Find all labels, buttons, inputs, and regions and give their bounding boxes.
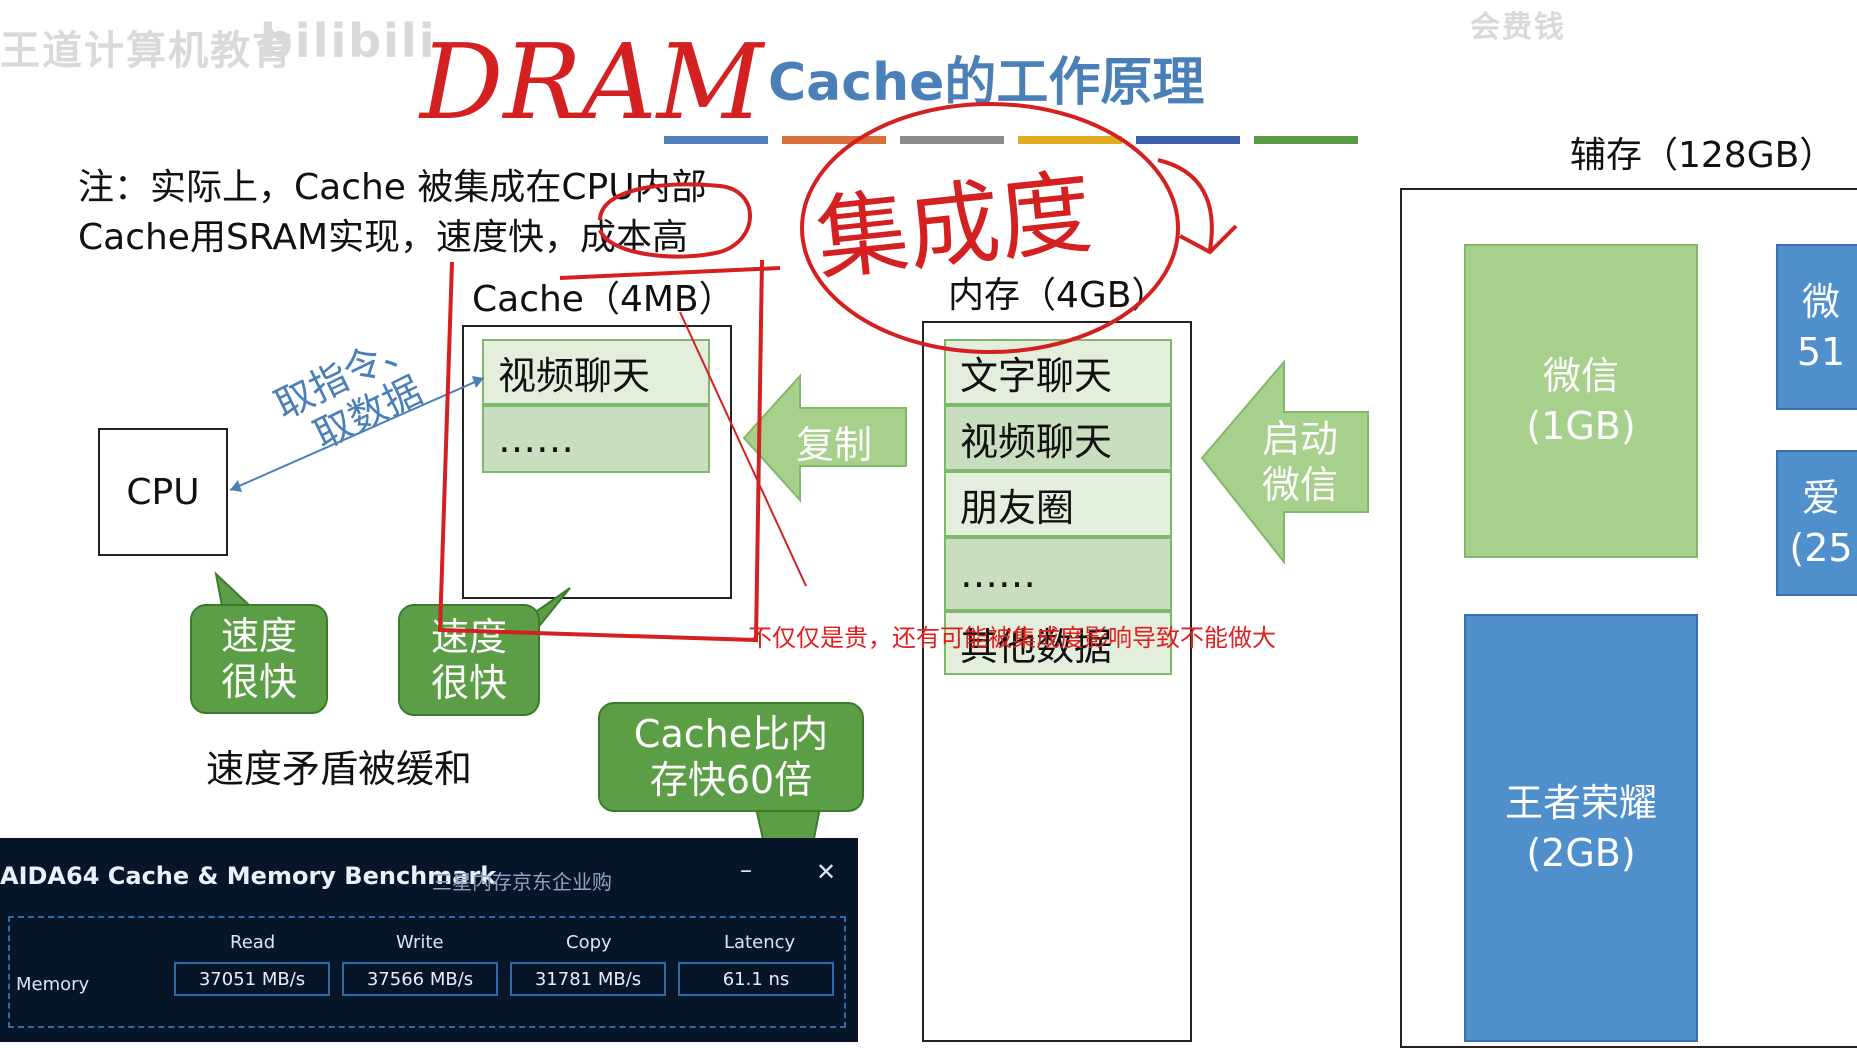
title-bar bbox=[1254, 136, 1358, 144]
memory-latency-value: 61.1 ns bbox=[678, 962, 834, 996]
launch-label-line-2: 微信 bbox=[1262, 463, 1339, 507]
callout-line: 速度 bbox=[220, 614, 297, 658]
disk-block-wangzhe: 王者荣耀 (2GB) bbox=[1464, 614, 1698, 1042]
watermark-corner: 会费钱 bbox=[1470, 10, 1566, 45]
launch-label-line-1: 启动 bbox=[1262, 417, 1339, 461]
minimize-button[interactable]: – bbox=[740, 856, 752, 884]
col-latency: Latency bbox=[724, 932, 796, 953]
note-line-1: 注：实际上，Cache 被集成在CPU内部 bbox=[78, 167, 707, 208]
aida-results-panel: Read Write Copy Latency Memory 37051 MB/… bbox=[8, 916, 846, 1028]
disk-block-name: 爱 bbox=[1801, 476, 1840, 520]
cache-item: 视频聊天 bbox=[482, 339, 710, 405]
memory-write-value: 37566 MB/s bbox=[342, 962, 498, 996]
title-bar bbox=[782, 136, 886, 144]
note-line-2: Cache用SRAM实现，速度快，成本高 bbox=[78, 217, 689, 258]
callout-cpu-speed: 速度 很快 bbox=[190, 604, 328, 714]
disk-block-partial-2: 爱 (25 bbox=[1776, 450, 1857, 596]
disk-block-name: 王者荣耀 bbox=[1504, 781, 1657, 825]
speed-relief-text: 速度矛盾被缓和 bbox=[206, 747, 473, 791]
fetch-label: 取指令、 取数据 bbox=[268, 321, 443, 467]
page-title: Cache的工作原理 bbox=[768, 53, 1205, 113]
disk-title: 辅存（128GB） bbox=[1570, 135, 1836, 176]
row-memory-label: Memory bbox=[16, 974, 90, 995]
memory-item: …… bbox=[944, 537, 1172, 611]
title-color-bars bbox=[664, 136, 1358, 144]
col-read: Read bbox=[230, 932, 276, 953]
cpu-box: CPU bbox=[98, 428, 228, 556]
disk-block-size: (2GB) bbox=[1526, 831, 1636, 875]
memory-title: 内存（4GB） bbox=[948, 275, 1168, 316]
callout-line: 很快 bbox=[220, 660, 297, 704]
launch-label: 启动 微信 bbox=[1262, 416, 1338, 508]
col-copy: Copy bbox=[566, 932, 612, 953]
handwriting-dram: DRAM bbox=[418, 21, 766, 143]
memory-item: 朋友圈 bbox=[944, 471, 1172, 537]
callout-line: 速度 bbox=[430, 615, 507, 659]
memory-box: 文字聊天 视频聊天 朋友圈 …… 其他数据 bbox=[922, 321, 1192, 1042]
title-bar bbox=[1136, 136, 1240, 144]
disk-block-size: (1GB) bbox=[1526, 404, 1636, 448]
disk-block-partial-1: 微 51 bbox=[1776, 244, 1857, 410]
memory-item: 其他数据 bbox=[944, 611, 1172, 675]
memory-item: 视频聊天 bbox=[944, 405, 1172, 471]
disk-block-size: (25 bbox=[1789, 526, 1853, 570]
title-bar bbox=[900, 136, 1004, 144]
col-write: Write bbox=[396, 932, 444, 953]
callout-line: 存快60倍 bbox=[649, 758, 813, 802]
connector-head-left bbox=[230, 480, 242, 492]
callout-line: Cache比内 bbox=[633, 712, 829, 756]
memory-copy-value: 31781 MB/s bbox=[510, 962, 666, 996]
cpu-label: CPU bbox=[126, 471, 200, 513]
disk-block-name: 微 bbox=[1801, 280, 1840, 324]
aida-window: AIDA64 Cache & Memory Benchmark 三星内存京东企业… bbox=[0, 838, 858, 1042]
memory-read-value: 37051 MB/s bbox=[174, 962, 330, 996]
disk-block-wechat: 微信 (1GB) bbox=[1464, 244, 1698, 558]
title-bar bbox=[664, 136, 768, 144]
cache-box: 视频聊天 …… bbox=[462, 325, 732, 599]
disk-block-size: 51 bbox=[1796, 330, 1846, 374]
callout-tail bbox=[214, 571, 253, 607]
callout-cache-speed: 速度 很快 bbox=[398, 604, 540, 716]
watermark-channel: 王道计算机教育 bbox=[0, 28, 294, 74]
title-bar bbox=[1018, 136, 1122, 144]
down-arrow bbox=[1157, 158, 1238, 255]
copy-label: 复制 bbox=[796, 423, 873, 467]
aida-title: AIDA64 Cache & Memory Benchmark bbox=[0, 862, 497, 890]
watermark-bilibili-logo: bilibili bbox=[260, 14, 437, 68]
close-button[interactable]: ✕ bbox=[816, 858, 837, 886]
callout-line: 很快 bbox=[430, 661, 507, 705]
cache-item: …… bbox=[482, 405, 710, 473]
aida-subtitle: 三星内存京东企业购 bbox=[432, 870, 612, 894]
callout-cache-vs-memory: Cache比内 存快60倍 bbox=[598, 702, 864, 812]
memory-item: 文字聊天 bbox=[944, 339, 1172, 405]
cache-title: Cache（4MB） bbox=[472, 279, 735, 320]
annotation-text: 不仅仅是贵，还有可能被集成度影响导致不能做大 bbox=[748, 624, 1276, 652]
disk-block-name: 微信 bbox=[1542, 354, 1619, 398]
